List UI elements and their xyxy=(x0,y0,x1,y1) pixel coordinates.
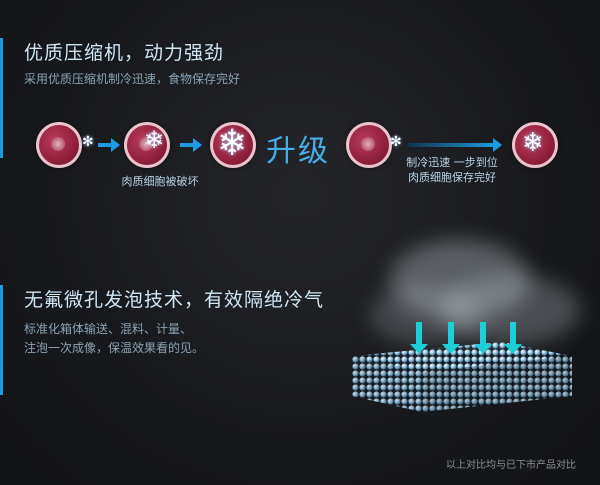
section1-subtitle: 采用优质压缩机制冷迅速，食物保存完好 xyxy=(24,72,241,86)
damaged-meat-cell-illustration xyxy=(210,122,256,168)
small-ice-crystal-icon: ✻ xyxy=(82,134,94,150)
footnote: 以上对比均与已下市产品对比 xyxy=(446,460,576,471)
accent-bar-bottom xyxy=(0,285,3,395)
section2-subtitle-line2: 注泡一次成像，保温效果看的见。 xyxy=(24,341,205,355)
cold-air-down-arrow-icon xyxy=(504,322,522,354)
meat-cell-illustration xyxy=(346,122,392,168)
long-arrow-icon xyxy=(408,138,502,152)
upgrade-label: 升级 xyxy=(266,134,330,169)
cold-steam-illustration xyxy=(370,285,480,345)
intact-meat-cell-illustration xyxy=(512,122,558,168)
cold-air-down-arrow-icon xyxy=(442,322,460,354)
large-ice-crystal-icon: ❄ xyxy=(217,123,248,164)
meat-cell-illustration xyxy=(124,122,170,168)
section1-title: 优质压缩机，动力强劲 xyxy=(24,42,225,64)
section2-title: 无氟微孔发泡技术，有效隔绝冷气 xyxy=(24,289,325,311)
cold-air-down-arrow-icon xyxy=(410,322,428,354)
microporous-foam-illustration xyxy=(352,342,572,412)
section2-subtitle-line1: 标准化箱体输送、混料、计量、 xyxy=(24,322,193,336)
ice-crystal-icon: ❄ xyxy=(144,126,165,154)
ice-crystal-icon: ❄ xyxy=(522,128,544,158)
accent-bar-top xyxy=(0,38,3,158)
small-ice-crystal-icon: ✻ xyxy=(390,134,402,150)
arrow-icon xyxy=(180,138,202,152)
meat-cell-illustration xyxy=(36,122,82,168)
caption-fast-cooling: 制冷迅速 一步到位 xyxy=(406,156,498,169)
cold-air-down-arrow-icon xyxy=(474,322,492,354)
caption-cell-intact: 肉质细胞保存完好 xyxy=(408,171,496,184)
caption-cell-damaged: 肉质细胞被破坏 xyxy=(121,175,199,188)
cold-steam-illustration xyxy=(390,240,530,320)
arrow-icon xyxy=(98,138,120,152)
